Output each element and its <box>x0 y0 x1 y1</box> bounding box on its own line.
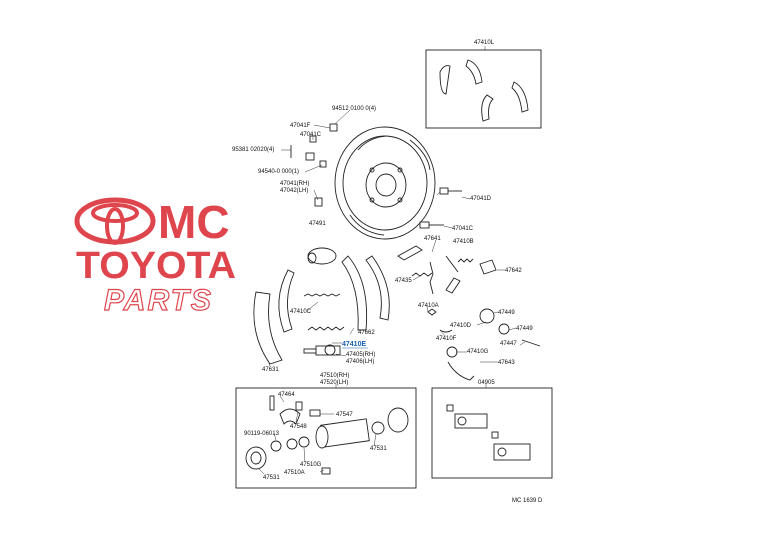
label-47041F: 47041F <box>290 123 311 129</box>
label-47041C-a: 47041C <box>300 132 322 138</box>
label-47410E-highlighted[interactable]: 47410E <box>342 341 366 348</box>
label-94512: 94512 0100 0(4) <box>332 106 376 112</box>
label-47042LH: 47042(LH) <box>280 188 308 194</box>
label-47520LH: 47520(LH) <box>320 380 348 386</box>
label-47662: 47662 <box>358 330 375 336</box>
return-spring <box>303 293 341 297</box>
brand-line-3: PARTS <box>104 284 213 317</box>
label-47405RH: 47405(RH) <box>346 352 375 358</box>
shoe-lining-47631 <box>253 291 283 365</box>
label-47464: 47464 <box>278 392 295 398</box>
part-47464 <box>279 408 301 425</box>
label-90119: 90119-06013 <box>244 431 280 437</box>
label-47643: 47643 <box>498 360 515 366</box>
kit-shoe-3 <box>481 94 494 122</box>
cylinder-kit-group <box>431 384 553 479</box>
boot-47531-left <box>245 446 267 470</box>
label-47041D: 47041D <box>470 196 492 202</box>
brake-shoes <box>253 247 390 365</box>
label-47547: 47547 <box>336 412 353 418</box>
cylinder-kit-box <box>431 387 553 479</box>
label-47631: 47631 <box>262 367 279 373</box>
figure-code: MC 1639 D <box>512 498 543 504</box>
label-94540: 94540-0 000(1) <box>258 169 299 175</box>
wheel-cylinder-group <box>235 384 417 489</box>
label-47410G: 47410G <box>467 349 489 355</box>
label-47491: 47491 <box>309 221 326 227</box>
toyota-emblem-icon <box>74 197 156 245</box>
label-47447: 47447 <box>500 341 517 347</box>
label-47510A: 47510A <box>284 470 305 476</box>
label-47449-a: 47449 <box>498 310 515 316</box>
brand-watermark: MC TOYOTA PARTS <box>74 196 236 318</box>
part-47642 <box>479 259 497 275</box>
label-47406LH: 47406(LH) <box>346 359 374 365</box>
kit-shoe-2 <box>465 59 483 85</box>
kit-shoe-4 <box>511 81 529 113</box>
label-47531-a: 47531 <box>263 475 280 481</box>
backing-plate <box>334 126 436 240</box>
plate-fasteners <box>290 123 462 229</box>
label-04905: 04905 <box>478 380 495 386</box>
shoe-kit-group: 47410L <box>425 40 542 129</box>
label-47642: 47642 <box>505 268 522 274</box>
label-47641: 47641 <box>424 236 441 242</box>
adjuster-spring <box>307 326 345 331</box>
wheel-cylinder-upper <box>307 247 337 265</box>
label-47410B: 47410B <box>453 239 474 245</box>
leader-lines <box>257 109 526 475</box>
kit-shoe-1 <box>439 65 451 95</box>
label-47410A: 47410A <box>418 303 439 309</box>
shoe-47662 <box>365 255 390 321</box>
label-47041C-b: 47041C <box>452 226 474 232</box>
label-47410D: 47410D <box>450 323 472 329</box>
label-47041RH: 47041(RH) <box>280 181 309 187</box>
shoe-kit-box <box>425 49 542 129</box>
label-47510G: 47510G <box>300 462 322 468</box>
label-47435: 47435 <box>395 278 412 284</box>
label-47531-b: 47531 <box>370 446 387 452</box>
label-47410L: 47410L <box>474 40 495 46</box>
label-95381: 95381 02020(4) <box>232 147 274 153</box>
parking-brake-parts <box>397 245 541 381</box>
label-47510RH: 47510(RH) <box>320 373 349 379</box>
kit-piston-2 <box>493 443 531 461</box>
boot-47531-right <box>387 407 409 433</box>
wheel-cylinder-box <box>235 387 417 489</box>
part-labels: 94512 0100 0(4) 47041F 47041C 95381 0202… <box>232 106 543 504</box>
label-47449-b: 47449 <box>516 326 533 332</box>
kit-piston-1 <box>454 413 488 429</box>
nut-94512 <box>329 123 338 132</box>
brand-line-2: TOYOTA <box>76 245 236 287</box>
brand-line-1: MC <box>158 196 230 248</box>
label-47548: 47548 <box>290 424 307 430</box>
label-47410C: 47410C <box>290 309 312 315</box>
label-47410F: 47410F <box>436 336 457 342</box>
